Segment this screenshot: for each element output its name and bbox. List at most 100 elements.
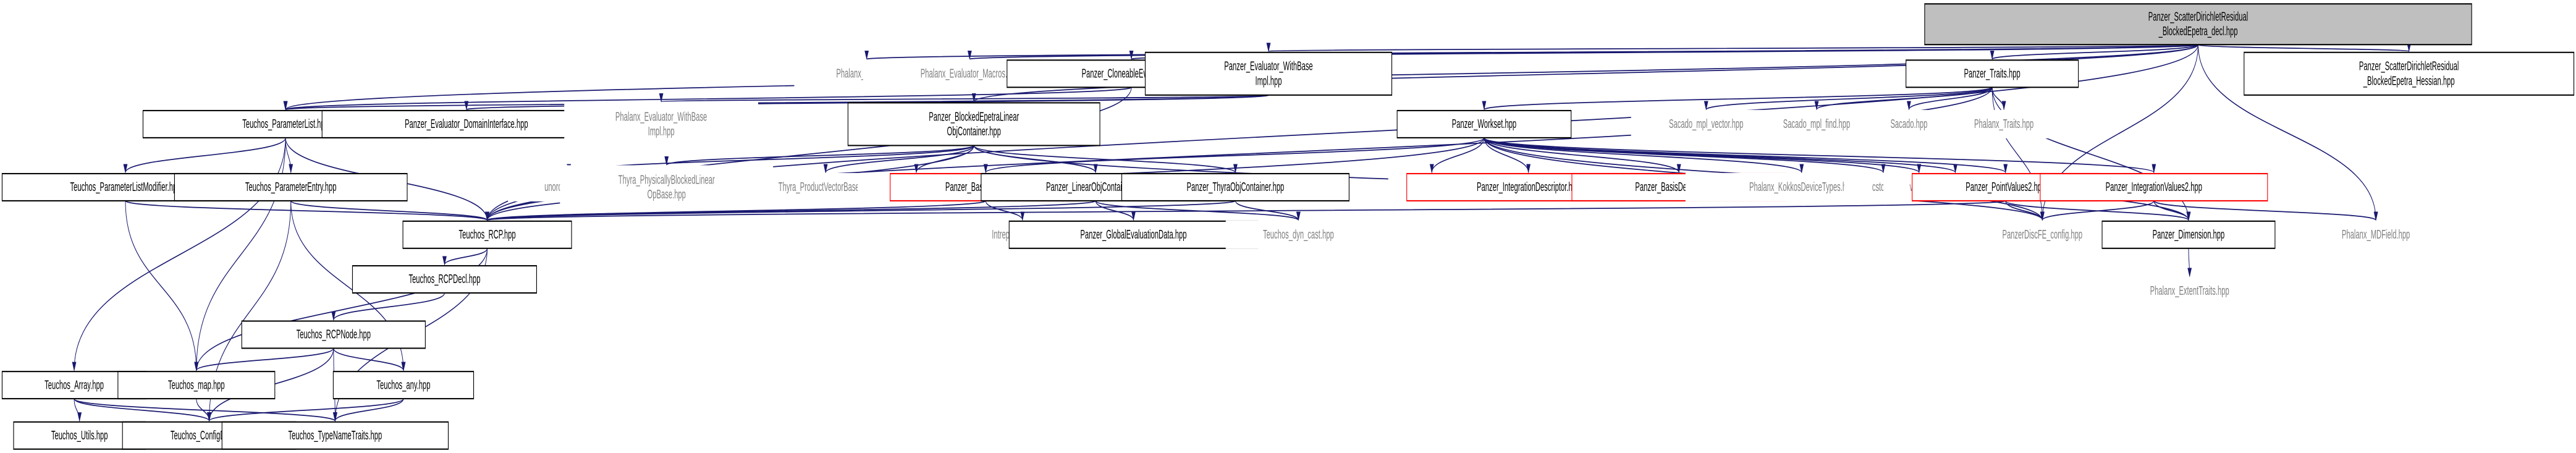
node-box (1225, 220, 1371, 249)
node-blocked[interactable]: Panzer_BlockedEpetraLinearObjContainer.h… (847, 102, 1100, 146)
node-box (2040, 172, 2268, 201)
node-mdfield: Phalanx_MDField.hpp (2297, 220, 2455, 249)
edge-plm-to-tmap (125, 200, 199, 372)
node-box (2297, 220, 2455, 249)
node-label: OpBase.hpp (648, 188, 686, 201)
node-tany[interactable]: Teuchos_any.hpp (332, 371, 475, 400)
node-label: Impl.hpp (1255, 74, 1282, 88)
node-label: Phalanx_KokkosDeviceTypes.hpp (1749, 180, 1854, 194)
edge-eval_wbi-to-phx_eval_wbi (661, 92, 1269, 103)
edge-intv2-to-mdfield (2153, 200, 2378, 221)
node-label: Teuchos_Array.hpp (44, 378, 104, 392)
edge-traits-to-sacado_mpl_find (1814, 87, 1993, 111)
edge-traits-to-sacado_mpl_vec (1704, 87, 1993, 111)
edge-workset-to-intdesc (1484, 137, 1531, 174)
node-label: Panzer_ScatterDirichletResidual (2148, 10, 2248, 23)
node-rcpdecl[interactable]: Teuchos_RCPDecl.hpp (352, 265, 537, 294)
node-rcp[interactable]: Teuchos_RCP.hpp (402, 220, 572, 249)
node-label: Sacado_mpl_find.hpp (1783, 117, 1851, 131)
node-dyncast: Teuchos_dyn_cast.hpp (1225, 220, 1371, 249)
node-label: Panzer_Dimension.hpp (2153, 228, 2225, 242)
edge-root-to-hessian (2198, 42, 2411, 53)
edge-plm-to-rcp (125, 200, 489, 221)
node-box (241, 320, 426, 349)
node-label: Teuchos_ParameterListModifier.hpp (70, 180, 180, 194)
edge-workset-to-kokkos_types (1484, 137, 1804, 174)
node-phx-traits: Phalanx_Traits.hpp (1935, 109, 2072, 138)
node-thyraobj[interactable]: Panzer_ThyraObjContainer.hpp (1121, 172, 1349, 201)
node-workset[interactable]: Panzer_Workset.hpp (1396, 109, 1572, 138)
node-box (1008, 220, 1259, 249)
node-label: Panzer_Traits.hpp (1964, 67, 2021, 80)
edge-thyraobj-to-rcp (486, 200, 1236, 221)
edge-rcpnode-to-tmap (194, 347, 334, 372)
node-ged[interactable]: Panzer_GlobalEvaluationData.hpp (1008, 220, 1259, 249)
node-label: Phalanx_Evaluator_Macros.hpp (921, 67, 1019, 80)
node-box (564, 102, 758, 146)
node-label: Teuchos_map.hpp (168, 378, 225, 392)
node-tmap[interactable]: Teuchos_map.hpp (117, 371, 276, 400)
node-box (332, 371, 475, 400)
node-label: Phalanx_Evaluator_WithBase (615, 110, 707, 124)
node-hessian[interactable]: Panzer_ScatterDirichletResidual_BlockedE… (2244, 51, 2575, 96)
edge-root-to-traits (1990, 44, 2198, 61)
node-domain-iface[interactable]: Panzer_Evaluator_DomainInterface.hpp (321, 109, 612, 138)
node-label: ObjContainer.hpp (947, 125, 1001, 138)
edge-intv2-to-pdfe_config (2040, 200, 2155, 221)
node-label: Panzer_IntegrationDescriptor.hpp (1477, 180, 1580, 194)
node-label: Sacado.hpp (1890, 117, 1927, 131)
edge-workset-to-pointv2 (1484, 137, 2008, 174)
node-box (2101, 220, 2276, 249)
node-label: Panzer_PointValues2.hpp (1966, 180, 2045, 194)
node-intv2[interactable]: Panzer_IntegrationValues2.hpp (2040, 172, 2268, 201)
node-box (1906, 59, 2079, 88)
node-tntraits[interactable]: Teuchos_TypeNameTraits.hpp (221, 421, 449, 450)
node-box (402, 220, 572, 249)
node-label: Panzer_Workset.hpp (1452, 117, 1517, 131)
node-label: Sacado_mpl_vector.hpp (1669, 117, 1743, 131)
node-label: Teuchos_dyn_cast.hpp (1263, 228, 1334, 242)
node-label: Thyra_PhysicallyBlockedLinear (619, 173, 715, 187)
header-nodes: Panzer_ScatterDirichletResidual _BlockedE… (1, 3, 2575, 450)
edge-root-to-eval_wbi (1268, 41, 2198, 53)
node-label: Teuchos_ParameterEntry.hpp (245, 180, 337, 194)
node-exttraits: Phalanx_ExtentTraits.hpp (2107, 276, 2272, 305)
node-label: Thyra_ProductVectorBase.hpp (779, 180, 873, 194)
edge-workset-to-basisv2 (984, 137, 1485, 174)
node-box (117, 371, 276, 400)
node-label: Panzer_ScatterDirichletResidual (2359, 59, 2459, 73)
node-box (1144, 51, 1393, 96)
node-label: Teuchos_RCP.hpp (458, 228, 515, 242)
edge-pentry-to-rcp (290, 200, 489, 221)
edge-eval_wbi-to-paramlist (284, 94, 1269, 111)
node-label: Panzer_IntegrationValues2.hpp (2106, 180, 2202, 194)
edge-root-to-mdfield (2198, 44, 2378, 221)
edge-tany-to-tntraits (333, 398, 404, 422)
edge-linobj-to-ged (1095, 200, 1136, 221)
edge-pointv2-to-rcp (486, 200, 2006, 221)
node-dimension[interactable]: Panzer_Dimension.hpp (2101, 220, 2276, 249)
node-box (2107, 276, 2272, 305)
edge-intv2-to-dimension (2153, 200, 2191, 221)
node-root[interactable]: Panzer_ScatterDirichletResidual _BlockedE… (1924, 3, 2472, 46)
node-label: Teuchos_ParameterList.hpp (242, 117, 329, 131)
node-label: Teuchos_any.hpp (376, 378, 430, 392)
node-box (352, 265, 537, 294)
edge-paramlist-to-plm (123, 137, 286, 174)
node-pentry[interactable]: Teuchos_ParameterEntry.hpp (174, 172, 408, 201)
edge-rcpdecl-to-rcpnode (331, 292, 445, 321)
node-label: Phalanx_MDField.hpp (2342, 228, 2410, 242)
node-box (2244, 51, 2575, 96)
node-rcpnode[interactable]: Teuchos_RCPNode.hpp (241, 320, 426, 349)
edge-paramlist-to-pentry (285, 137, 293, 174)
edge-array-to-tntraits (74, 398, 337, 422)
node-label: _BlockedEpetra_decl.hpp (2158, 25, 2238, 38)
node-traits[interactable]: Panzer_Traits.hpp (1906, 59, 2079, 88)
node-box (847, 102, 1100, 146)
edge-workset-to-iostream (1429, 137, 1485, 174)
node-box (1121, 172, 1349, 201)
edge-rcp-to-rcpdecl (442, 247, 488, 266)
